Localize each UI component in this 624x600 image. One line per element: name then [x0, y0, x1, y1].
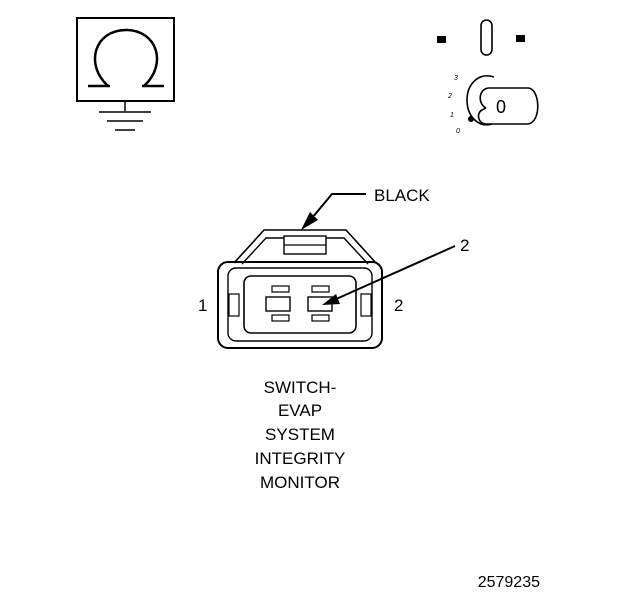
color-leader-arrow: [301, 193, 366, 230]
terminal-2: [307, 285, 333, 322]
caption-line: INTEGRITY: [255, 449, 346, 468]
ignition-key-label: 0: [496, 97, 506, 117]
ignition-switch-icon: [466, 75, 539, 126]
caption-line: MONITOR: [260, 473, 340, 492]
connector-body: [217, 229, 383, 349]
pin-label-2: 2: [394, 296, 403, 315]
ignition-position-0: 0: [456, 128, 460, 135]
pin-callout-label: 2: [460, 236, 469, 255]
connector-color-label: BLACK: [374, 186, 430, 205]
ohmmeter-icon: [76, 17, 175, 111]
terminal-1: [265, 285, 291, 322]
ignition-position-1: 1: [450, 112, 454, 119]
caption-line: EVAP: [278, 401, 322, 420]
ground-icon: [99, 111, 151, 131]
caption-line: SYSTEM: [265, 425, 335, 444]
pin-label-1: 1: [198, 296, 207, 315]
figure-id: 2579235: [478, 574, 540, 591]
pin-callout-arrow: [322, 245, 456, 305]
battery-disconnect-icon: [437, 19, 525, 56]
caption-line: SWITCH-: [264, 378, 337, 397]
connector-caption: SWITCH- EVAP SYSTEM INTEGRITY MONITOR: [255, 378, 346, 492]
ignition-position-2: 2: [447, 93, 452, 100]
ignition-position-3: 3: [454, 75, 458, 82]
